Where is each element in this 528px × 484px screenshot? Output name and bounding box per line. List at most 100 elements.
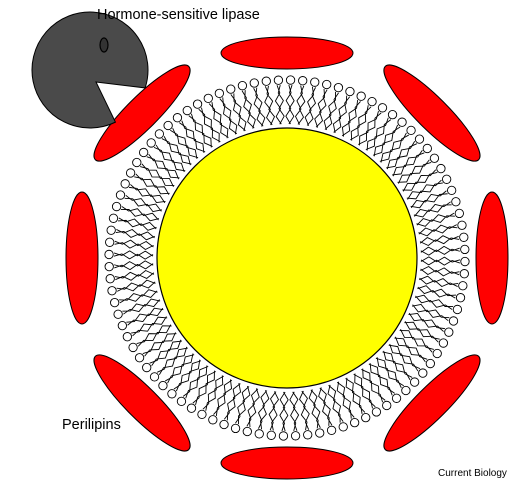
phospholipid-head [198,410,206,418]
phospholipid-head [106,275,114,283]
phospholipid-head [109,214,117,222]
phospholipid-tail [280,392,285,431]
phospholipid-tail [337,382,354,417]
phospholipid-tail [133,317,167,336]
phospholipid [238,81,255,128]
phospholipid-head [227,85,235,93]
phospholipid-tail [191,114,211,148]
phospholipid-tail [114,251,153,256]
phospholipid-tail [147,157,180,178]
phospholipid [421,245,469,255]
phospholipid-head [402,386,410,394]
phospholipid-head [173,114,181,122]
phospholipid-head [461,245,469,253]
phospholipid [139,148,179,179]
phospholipid-head [133,158,141,166]
phospholipid [417,286,464,302]
phospholipid-head [177,397,185,405]
phospholipid-head [383,401,391,409]
phospholipid-tail [408,180,442,199]
phospholipid-head [143,363,151,371]
phospholipid-head [304,431,312,439]
phospholipid-head [105,250,113,258]
phospholipid-tail [122,206,159,220]
phospholipid-head [456,293,464,301]
phospholipid-tail [329,385,344,421]
phospholipid-tail [150,341,182,363]
phospholipid-tail [346,379,365,413]
phospholipid-head [139,148,147,156]
phospholipid-tail [325,93,339,130]
phospholipid-head [398,118,406,126]
phospholipid-tail [421,249,460,255]
phospholipid-head [459,282,467,290]
phospholipid-head [215,89,223,97]
phospholipid [106,271,154,283]
phospholipid [400,329,442,357]
phospholipid-head [372,408,380,416]
phospholipid-tail [242,91,254,128]
phospholipid-head [116,191,124,199]
phospholipid-tail [316,90,327,127]
phospholipid [135,332,176,362]
phospholipid-head [126,169,134,177]
phospholipid-tail [247,389,258,426]
source-credit: Current Biology [438,468,507,479]
phospholipid-head [455,209,463,217]
phospholipid-tail [123,300,159,315]
phospholipid-head [442,175,450,183]
phospholipid-head [460,233,468,241]
phospholipid-tail [381,133,406,163]
phospholipid-tail [363,369,383,403]
phospholipid-tail [374,125,397,156]
phospholipid-head [339,423,347,431]
phospholipid-head [105,238,113,246]
phospholipid-tail [400,331,434,350]
phospholipid [319,388,336,435]
phospholipid-head [430,154,438,162]
phospholipid-head [279,432,287,440]
phospholipid-head [346,87,354,95]
phospholipid [105,261,153,271]
phospholipid-tail [120,291,157,303]
phospholipid-tail [351,105,368,140]
phospholipid-tail [212,102,228,138]
phospholipid [419,276,467,290]
phospholipid-head [392,394,400,402]
phospholipid-head [129,343,137,351]
phospholipid-tail [126,195,162,211]
phospholipid-head [231,424,239,432]
phospholipid-head [334,83,342,91]
phospholipid-head [368,97,376,105]
phospholipid-tail [224,384,240,420]
phospholipid-head [250,79,258,87]
phospholipid-tail [196,371,215,405]
phospholipid [250,79,265,127]
phospholipid-tail [392,153,424,175]
phospholipid-head [105,262,113,270]
phospholipid-head [322,80,330,88]
phospholipid [108,280,156,295]
phospholipid-tail [162,139,192,164]
phospholipid-head [453,305,461,313]
phospholipid-tail [186,365,207,398]
perilipins-label: Perilipins [62,417,121,433]
phospholipid [183,106,213,147]
phospholipid [109,214,156,230]
phospholipid-head [204,94,212,102]
phospholipid-head [433,349,441,357]
phospholipid [383,351,419,386]
phospholipid [361,369,391,410]
phospholipid [143,340,182,372]
phospholipid [290,392,300,440]
phospholipid-head [410,378,418,386]
phospholipid-tail [119,218,156,229]
phospholipid-tail [278,85,284,124]
phospholipid-tail [384,351,410,380]
phospholipid [286,76,295,124]
phospholipid-head [461,257,469,265]
phospholipid-head [209,416,217,424]
phospholipid-head [183,106,191,114]
phospholipid-head [452,198,460,206]
